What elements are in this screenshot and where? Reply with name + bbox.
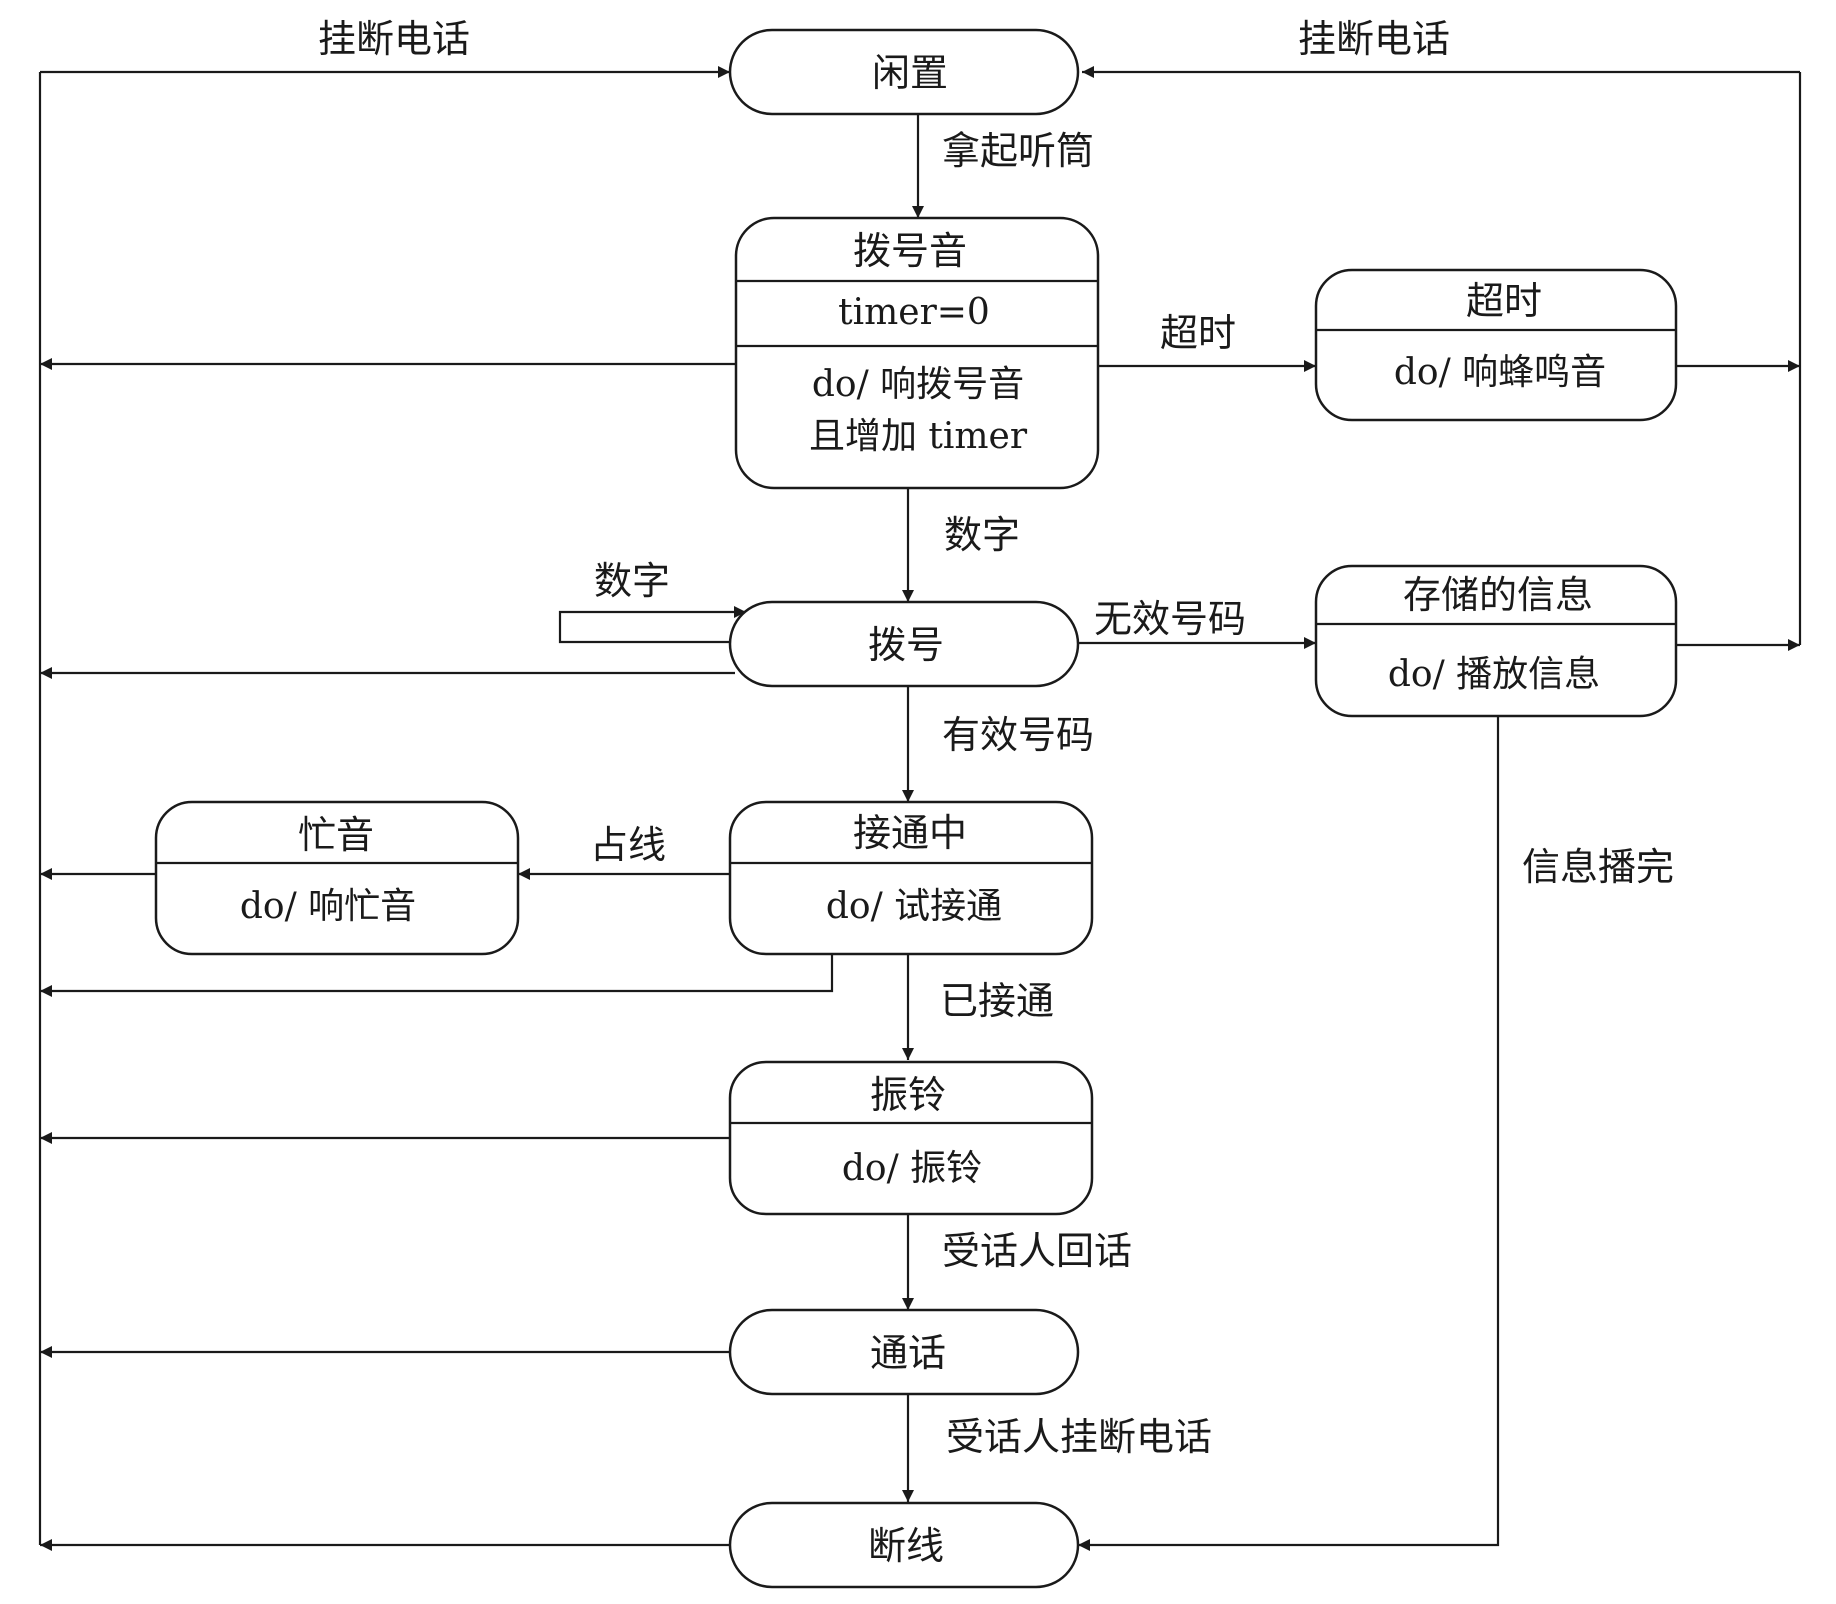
label-message-done: 信息播完 (1522, 845, 1674, 889)
label-callee-hangs-up: 受话人挂断电话 (946, 1415, 1212, 1459)
state-dial-tone-activity-1: do/ 响拨号音 (812, 364, 1024, 405)
state-stored-message-name: 存储的信息 (1403, 573, 1593, 617)
edge-digit-self (558, 606, 746, 644)
label-digit: 数字 (944, 513, 1020, 557)
state-idle: 闲置 (728, 28, 1080, 116)
state-timeout-name: 超时 (1466, 279, 1542, 323)
label-pick-up: 拿起听筒 (942, 129, 1094, 173)
label-digit-self: 数字 (594, 559, 670, 603)
state-stored-message: 存储的信息 do/ 播放信息 (1314, 564, 1678, 718)
state-dialing: 拨号 (728, 600, 1080, 688)
state-busy-tone: 忙音 do/ 响忙音 (154, 800, 520, 956)
state-idle-name: 闲置 (872, 51, 948, 95)
state-ringing-name: 振铃 (870, 1073, 946, 1117)
state-stored-message-activity: do/ 播放信息 (1388, 654, 1600, 695)
state-ringing: 振铃 do/ 振铃 (728, 1060, 1094, 1216)
label-hang-up-left: 挂断电话 (318, 17, 470, 61)
label-timeout: 超时 (1160, 311, 1236, 355)
state-dial-tone-name: 拨号音 (853, 229, 967, 273)
state-disconnected-name: 断线 (868, 1524, 944, 1568)
transition-labels: 挂断电话 挂断电话 拿起听筒 超时 数字 数字 无效号码 有效号码 占线 已接通… (318, 17, 1674, 1459)
state-dialing-name: 拨号 (868, 623, 944, 667)
state-connecting-name: 接通中 (853, 811, 967, 855)
state-talking: 通话 (728, 1308, 1080, 1396)
label-invalid-number: 无效号码 (1094, 597, 1246, 641)
label-hang-up-right: 挂断电话 (1298, 17, 1450, 61)
label-busy: 占线 (590, 823, 666, 867)
connectors (38, 66, 1802, 1551)
label-connected: 已接通 (940, 979, 1054, 1023)
state-dial-tone-activity-2: 且增加 timer (809, 416, 1028, 457)
state-talking-name: 通话 (870, 1331, 946, 1375)
state-dial-tone-variable: timer=0 (838, 292, 990, 333)
state-timeout: 超时 do/ 响蜂鸣音 (1314, 268, 1678, 422)
state-dial-tone: 拨号音 timer=0 do/ 响拨号音 且增加 timer (734, 216, 1100, 490)
state-busy-tone-activity: do/ 响忙音 (240, 886, 416, 927)
state-busy-tone-name: 忙音 (298, 813, 374, 857)
state-disconnected: 断线 (728, 1501, 1080, 1589)
edge-message-done (1078, 716, 1500, 1551)
state-ringing-activity: do/ 振铃 (842, 1148, 982, 1189)
edge-connecting-left (40, 953, 834, 997)
state-connecting: 接通中 do/ 试接通 (728, 800, 1094, 956)
label-valid-number: 有效号码 (942, 713, 1094, 757)
state-timeout-activity: do/ 响蜂鸣音 (1394, 352, 1606, 393)
label-callee-answers: 受话人回话 (942, 1229, 1132, 1273)
state-connecting-activity: do/ 试接通 (826, 886, 1002, 927)
